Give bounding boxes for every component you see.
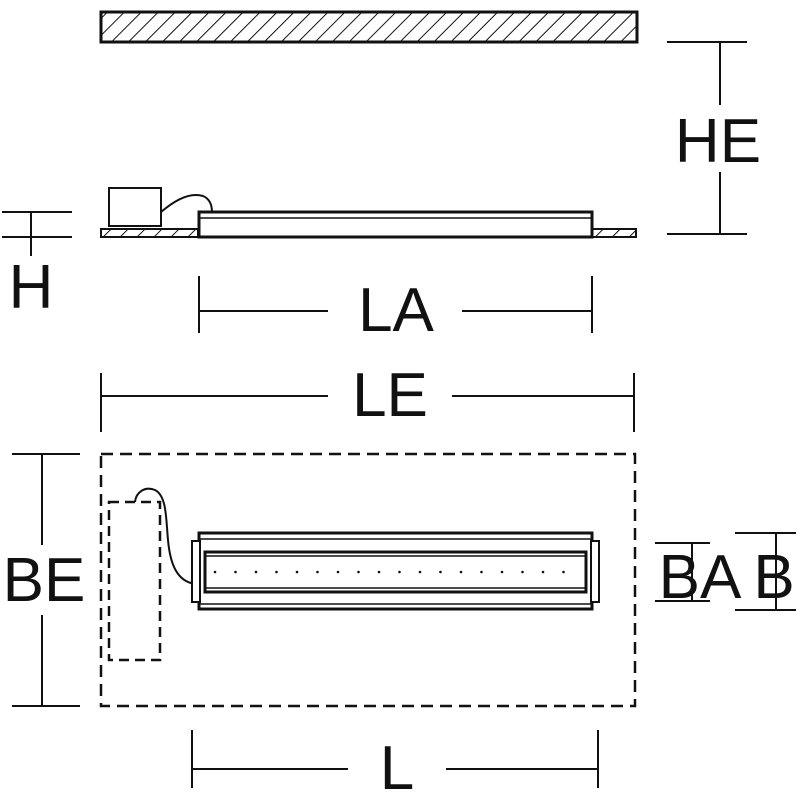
led-dot [254, 570, 258, 574]
dimension-l-label: L [380, 734, 414, 800]
led-dot [541, 570, 545, 574]
led-dot [480, 570, 483, 574]
dimension-he-label: HE [675, 107, 761, 176]
led-dot [418, 570, 422, 574]
led-dot [213, 570, 217, 574]
led-dot [521, 570, 524, 574]
luminaire-body-side [197, 210, 594, 239]
led-dot [500, 570, 504, 574]
cable-side [160, 194, 213, 213]
led-dot [377, 570, 381, 574]
dimension-b: B [735, 532, 796, 612]
driver-box-side [108, 187, 162, 227]
led-dot [398, 570, 401, 574]
dimension-ba-label: BA [659, 543, 742, 612]
led-dot [336, 570, 340, 574]
dimension-be: BE [3, 453, 86, 707]
led-dot [234, 570, 237, 574]
dimension-h-label: H [9, 253, 54, 322]
led-dot [357, 570, 360, 574]
led-dot [439, 570, 442, 574]
luminaire-body-top [191, 531, 600, 611]
dimension-b-label: B [753, 543, 794, 612]
led-dot [295, 570, 299, 574]
led-dot [562, 570, 565, 574]
cutout-outline [99, 452, 637, 708]
dimension-be-label: BE [3, 546, 86, 615]
led-dot [275, 570, 278, 574]
led-row [213, 570, 565, 574]
led-dot [459, 570, 463, 574]
dimension-la-label: LA [358, 276, 434, 345]
led-dot [316, 570, 319, 574]
dimension-la: LA [198, 276, 593, 345]
ceiling [99, 10, 639, 44]
dimension-le: LE [100, 361, 635, 432]
dimension-he: HE [667, 41, 761, 235]
cable-top [134, 487, 197, 585]
dimension-h: H [2, 211, 72, 322]
dimension-l: L [191, 730, 599, 800]
dimension-ba: BA [655, 542, 742, 612]
dimension-le-label: LE [352, 361, 428, 430]
driver-box-top [107, 500, 162, 662]
